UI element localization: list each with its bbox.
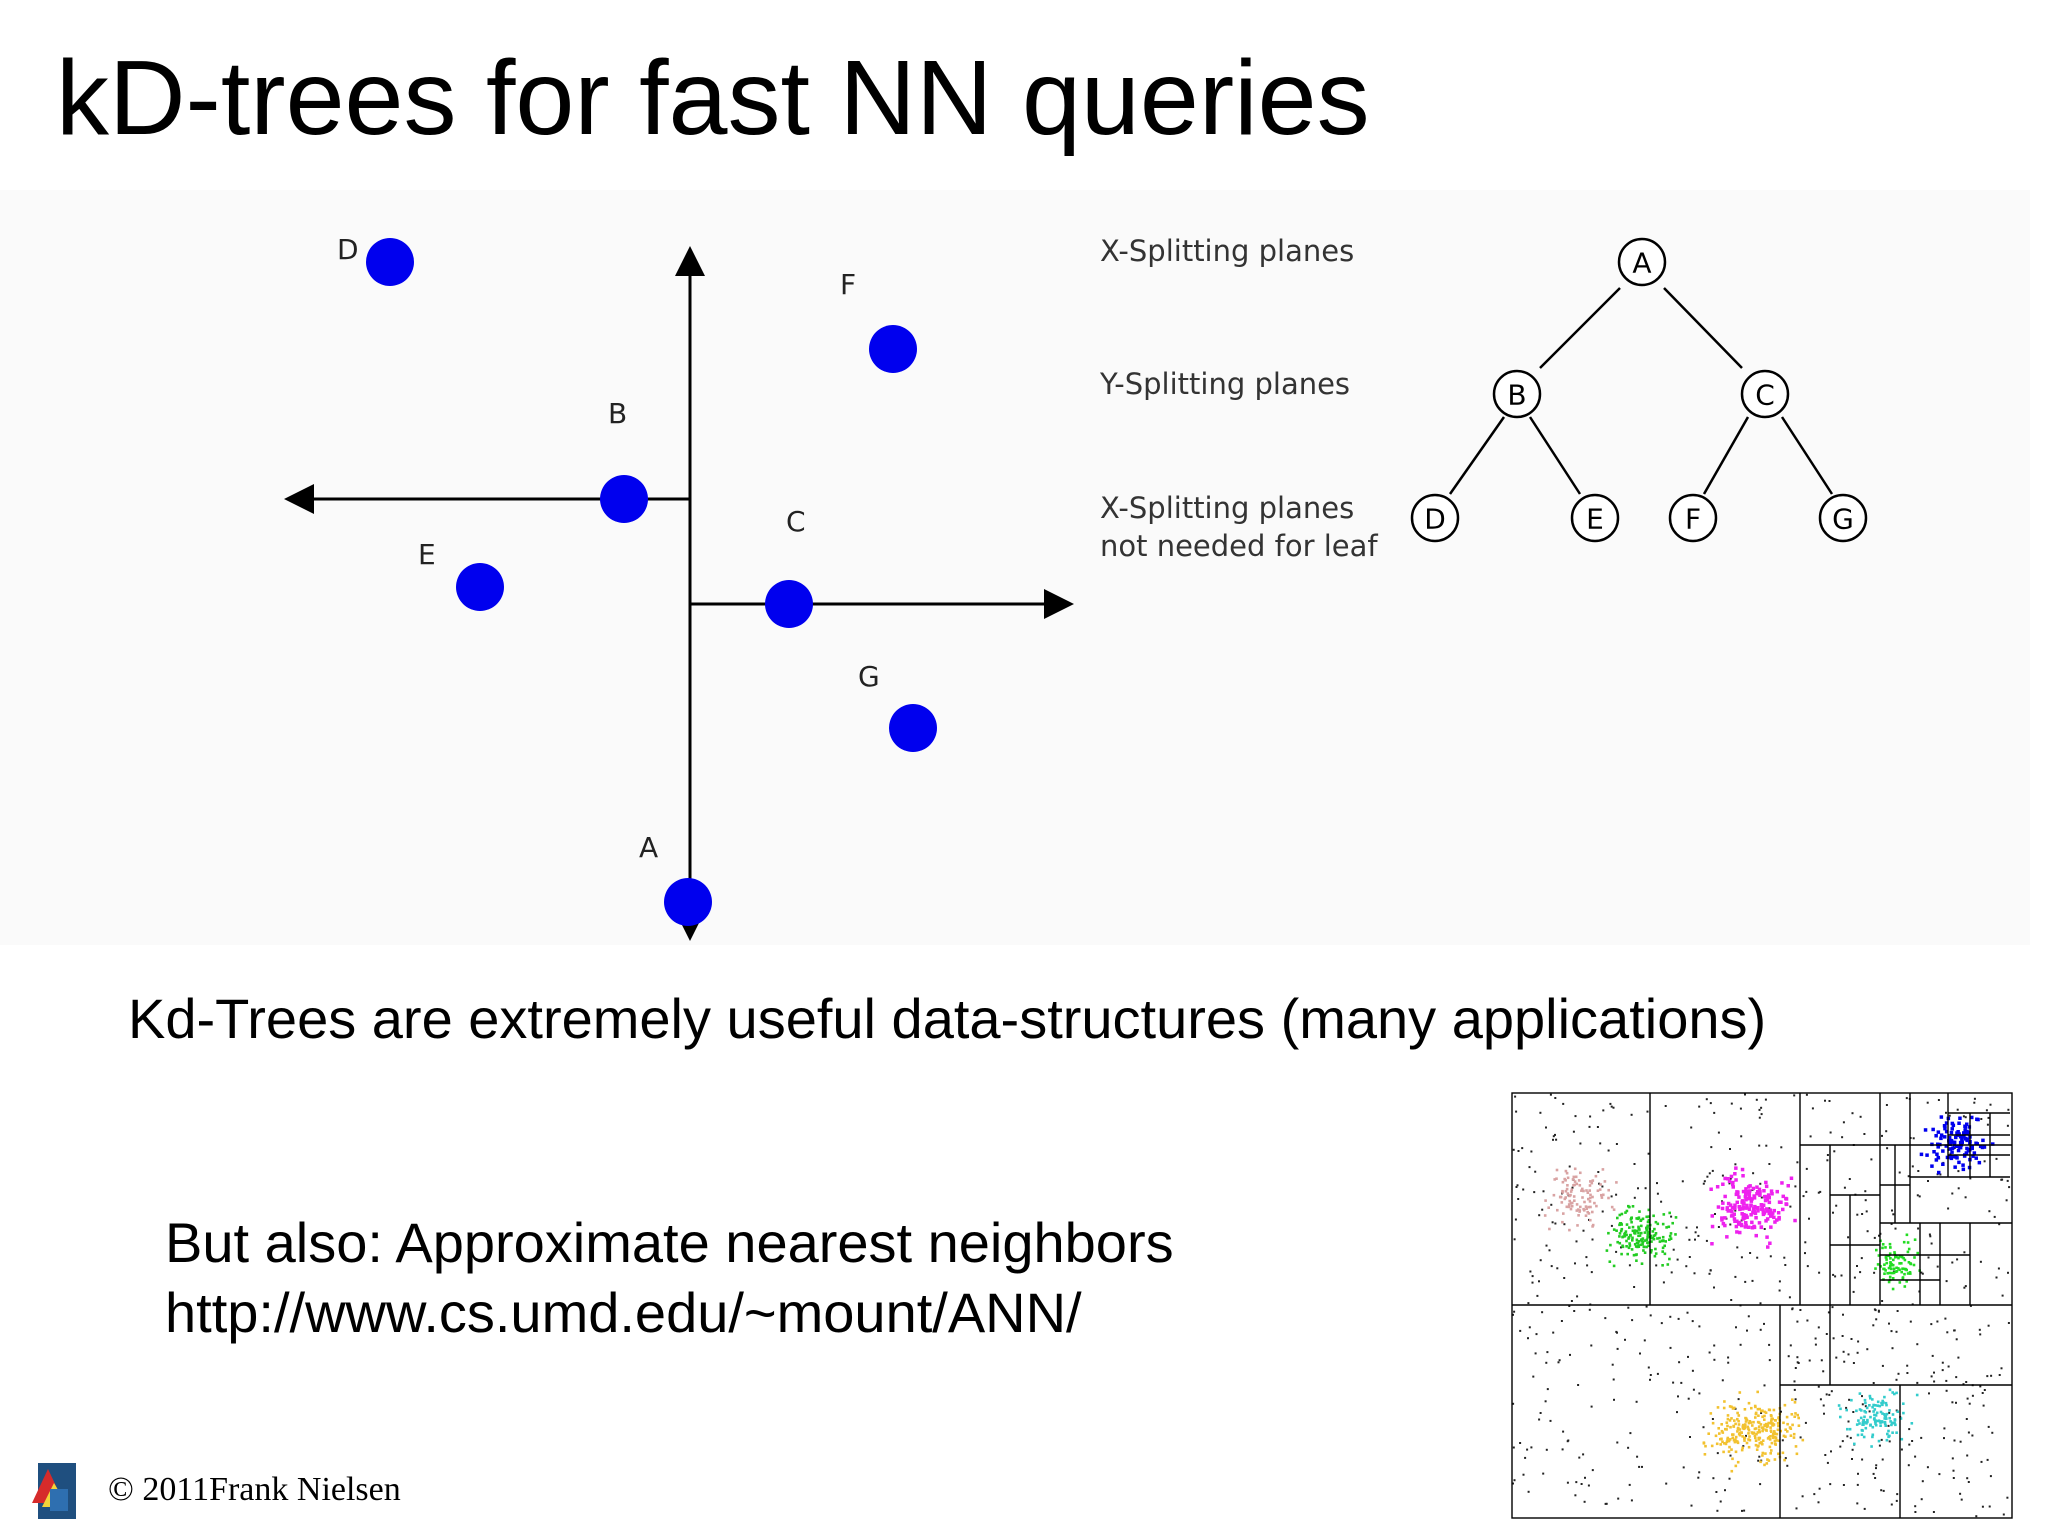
x-splitting-label-1: X-Splitting planes (1100, 234, 1354, 268)
tree-node-c (1740, 369, 1790, 419)
tree-edge-b-e (1528, 416, 1582, 495)
tree-node-label-f: F (1685, 503, 1701, 536)
point-f (869, 325, 917, 373)
ann-text: But also: Approximate nearest neighbors (165, 1211, 1174, 1274)
tree-node-d (1410, 493, 1460, 543)
kd-tree-figure: D F B E C G A X-Splitting planes Y-Split… (0, 190, 2030, 945)
point-label-a: A (639, 831, 658, 864)
point-g (889, 704, 937, 752)
point-label-c: C (786, 505, 806, 538)
slide-title: kD-trees for fast NN queries (56, 39, 1370, 157)
point-label-f: F (840, 268, 856, 301)
tree-node-label-a: A (1632, 247, 1651, 280)
tree-edge-c-f (1702, 416, 1750, 495)
leaf-note-label: not needed for leaf (1100, 529, 1378, 563)
y-splitting-label: Y-Splitting planes (1099, 367, 1350, 401)
kd-tree-diagram: D F B E C G A X-Splitting planes Y-Split… (284, 233, 1868, 941)
x-splitting-label-2: X-Splitting planes (1100, 491, 1354, 525)
tree-node-label-b: B (1507, 379, 1526, 412)
ann-url-text: http://www.cs.umd.edu/~mount/ANN/ (165, 1281, 1082, 1344)
point-e (456, 563, 504, 611)
tree-node-label-c: C (1755, 379, 1775, 412)
kd-partition-scatter (1511, 1092, 2013, 1519)
point-label-b: B (608, 397, 627, 430)
tree-node-a (1617, 237, 1667, 287)
tree-edge-b-d (1448, 416, 1506, 495)
partition-cells (1511, 1092, 2013, 1519)
kd-trees-usefulness-text: Kd-Trees are extremely useful data-struc… (128, 987, 1767, 1050)
tree-node-label-d: D (1424, 503, 1446, 536)
tree-node-e (1570, 493, 1620, 543)
tree-node-label-g: G (1832, 503, 1854, 536)
point-label-e: E (418, 538, 436, 571)
tree-edge-a-c (1663, 287, 1743, 369)
tree-node-b (1492, 369, 1542, 419)
institution-logo (32, 1463, 76, 1519)
tree-node-g (1818, 493, 1868, 543)
point-b (600, 475, 648, 523)
point-label-d: D (337, 233, 359, 266)
copyright-text: © 2011Frank Nielsen (108, 1471, 401, 1508)
tree-edge-c-g (1780, 416, 1834, 495)
point-c (765, 580, 813, 628)
tree-edge-a-b (1539, 287, 1621, 369)
slide-footer: © 2011Frank Nielsen (28, 1455, 401, 1525)
point-a (664, 878, 712, 926)
tree-node-f (1668, 493, 1718, 543)
point-label-g: G (858, 660, 880, 693)
ann-partition-image (1500, 1085, 2030, 1530)
point-d (366, 238, 414, 286)
tree-node-label-e: E (1586, 503, 1604, 536)
